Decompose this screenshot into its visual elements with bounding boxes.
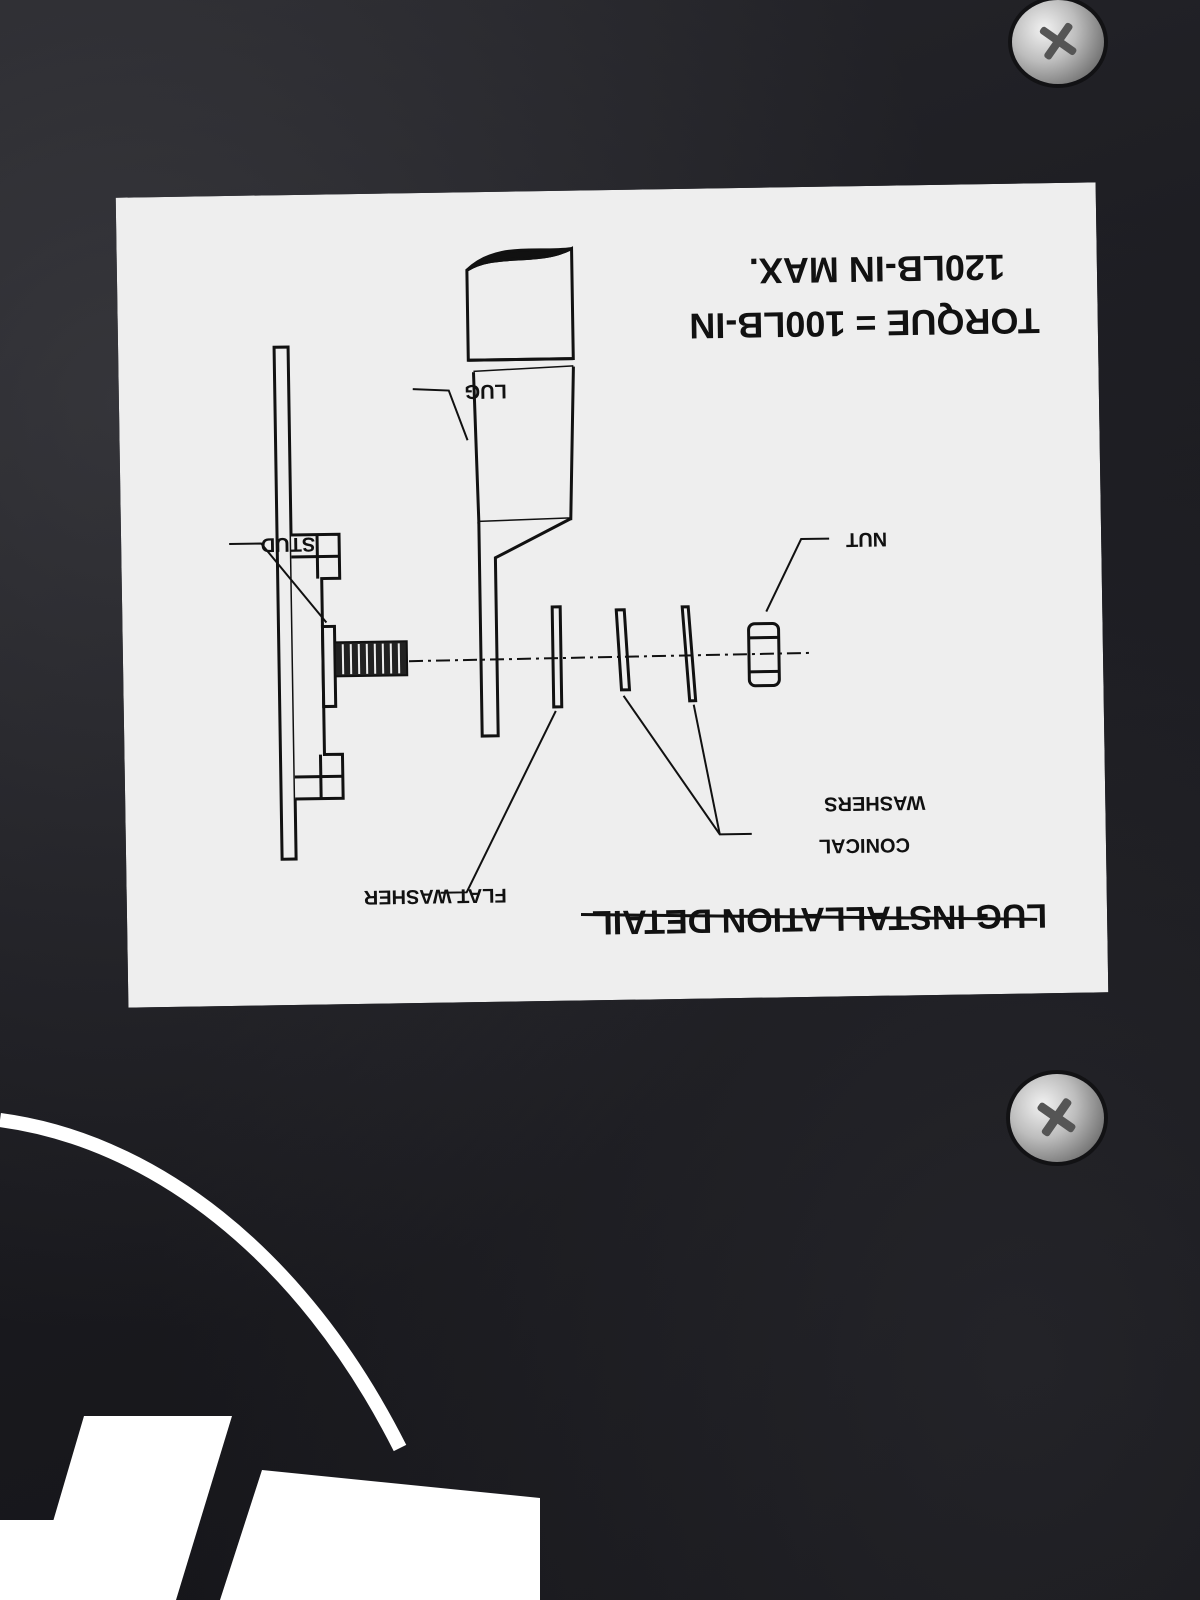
mounting-plate <box>272 345 345 861</box>
callout-nut: NUT <box>845 527 888 551</box>
label-title: LUG INSTALLATION DETAIL <box>591 896 1048 942</box>
torque-max: 120LB-IN MAX. <box>748 246 1006 292</box>
phillips-screw-icon <box>1012 0 1104 84</box>
callout-washers: WASHERS <box>824 791 926 815</box>
conical-washer <box>680 605 698 703</box>
lug <box>465 246 575 738</box>
stud <box>333 640 409 678</box>
leader-lines <box>229 388 830 894</box>
lug-installation-label: LUG INSTALLATION DETAIL TORQUE = 100LB-I… <box>115 182 1109 1008</box>
label-text-layer: LUG INSTALLATION DETAIL TORQUE = 100LB-I… <box>116 182 1109 1007</box>
callout-flat-washer: FLAT WASHER <box>363 883 507 908</box>
center-line <box>408 651 813 663</box>
label-sheet <box>115 182 1109 1008</box>
callout-stud: STUD <box>260 532 316 556</box>
callout-lug: LUG <box>464 379 507 403</box>
flat-washer <box>550 605 564 709</box>
callout-conical: CONICAL <box>818 833 911 857</box>
title-underline <box>580 913 1038 921</box>
torque-spec: TORQUE = 100LB-IN <box>689 300 1041 347</box>
conical-washer <box>614 608 632 692</box>
phillips-screw-icon <box>1010 1074 1104 1162</box>
white-sticker-graphic <box>0 1113 540 1600</box>
